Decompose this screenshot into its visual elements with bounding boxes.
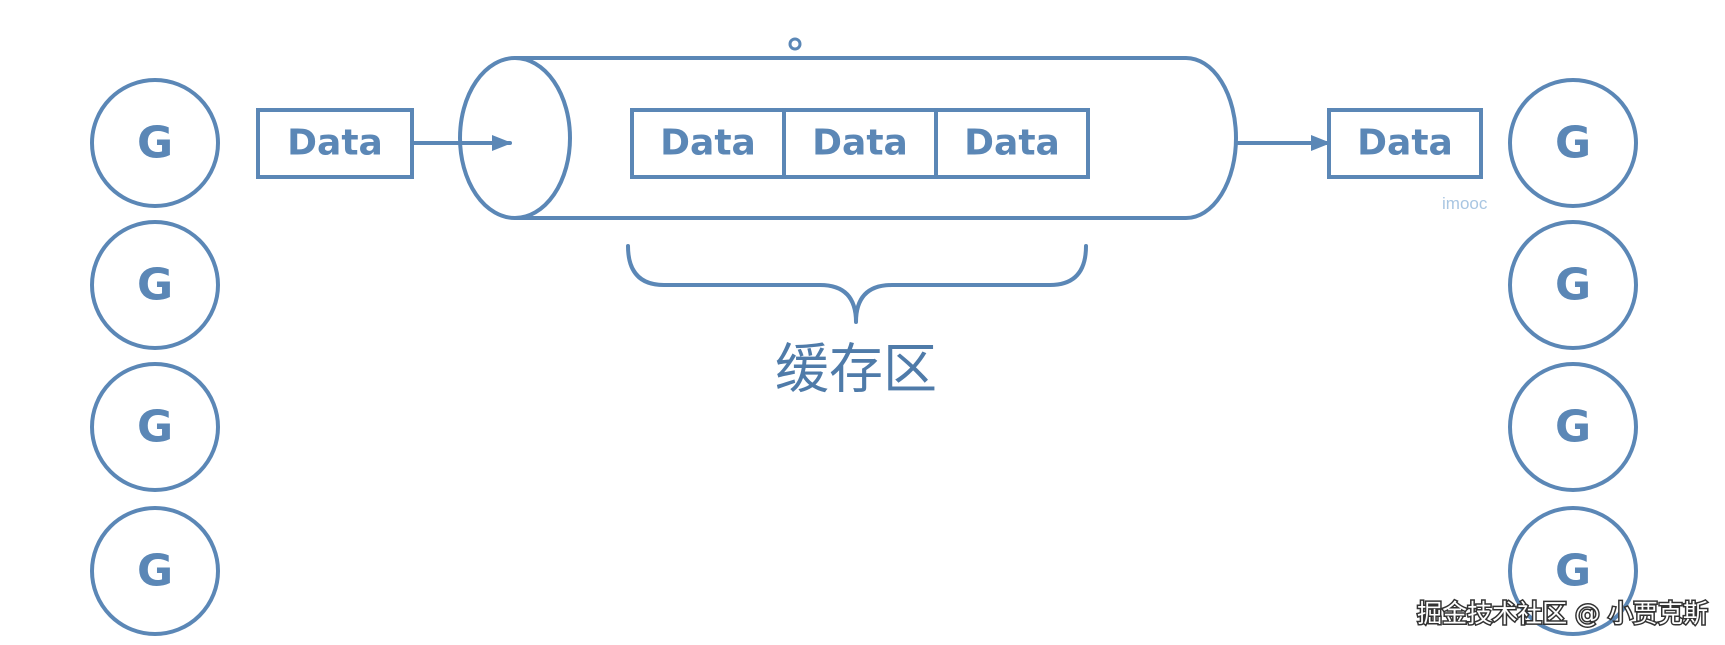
goroutine-circle — [1508, 362, 1638, 492]
goroutine-label: G — [137, 118, 173, 169]
goroutine-circle — [1508, 506, 1638, 636]
goroutine-circle — [1508, 78, 1638, 208]
goroutine-label: G — [1555, 260, 1591, 311]
buffer-item-label: Data — [964, 123, 1060, 164]
left-goroutine: G — [90, 362, 220, 492]
goroutine-label: G — [1555, 546, 1591, 597]
output-data-rect — [1327, 108, 1483, 179]
right-goroutine: G — [1508, 78, 1638, 208]
output-data-box: Data — [1327, 108, 1483, 179]
goroutine-circle — [90, 220, 220, 350]
left-goroutine-column: G G G G — [90, 78, 220, 636]
goroutine-circle — [90, 506, 220, 636]
goroutine-circle — [90, 78, 220, 208]
goroutine-circle — [1508, 220, 1638, 350]
buffer-items: Data Data Data — [630, 108, 1090, 179]
footer-credit: 掘金技术社区 @ 小贾克斯 — [1417, 599, 1708, 628]
goroutine-label: G — [137, 546, 173, 597]
buffer-item-label: Data — [660, 123, 756, 164]
buffer-frame — [630, 108, 1090, 179]
goroutine-label: G — [137, 260, 173, 311]
right-goroutine-column: G G G G — [1508, 78, 1638, 636]
goroutine-label: G — [1555, 118, 1591, 169]
buffer-label: 缓存区 — [775, 338, 937, 401]
goroutine-label: G — [1555, 402, 1591, 453]
left-goroutine: G — [90, 220, 220, 350]
right-goroutine: G — [1508, 506, 1638, 636]
watermark-text: imooc — [1442, 194, 1488, 213]
goroutine-circle — [90, 362, 220, 492]
buffer-item-label: Data — [812, 123, 908, 164]
pipe-body — [513, 56, 1238, 220]
left-goroutine: G — [90, 506, 220, 636]
input-data-label: Data — [287, 123, 383, 164]
pipe-opening — [458, 56, 572, 220]
goroutine-label: G — [137, 402, 173, 453]
right-goroutine: G — [1508, 362, 1638, 492]
pipe-top-marker — [788, 37, 802, 51]
output-data-label: Data — [1357, 123, 1453, 164]
right-goroutine: G — [1508, 220, 1638, 350]
input-data-box: Data — [256, 108, 414, 179]
buffer-brace — [626, 244, 1088, 324]
channel-pipe — [458, 37, 1238, 220]
left-goroutine: G — [90, 78, 220, 208]
